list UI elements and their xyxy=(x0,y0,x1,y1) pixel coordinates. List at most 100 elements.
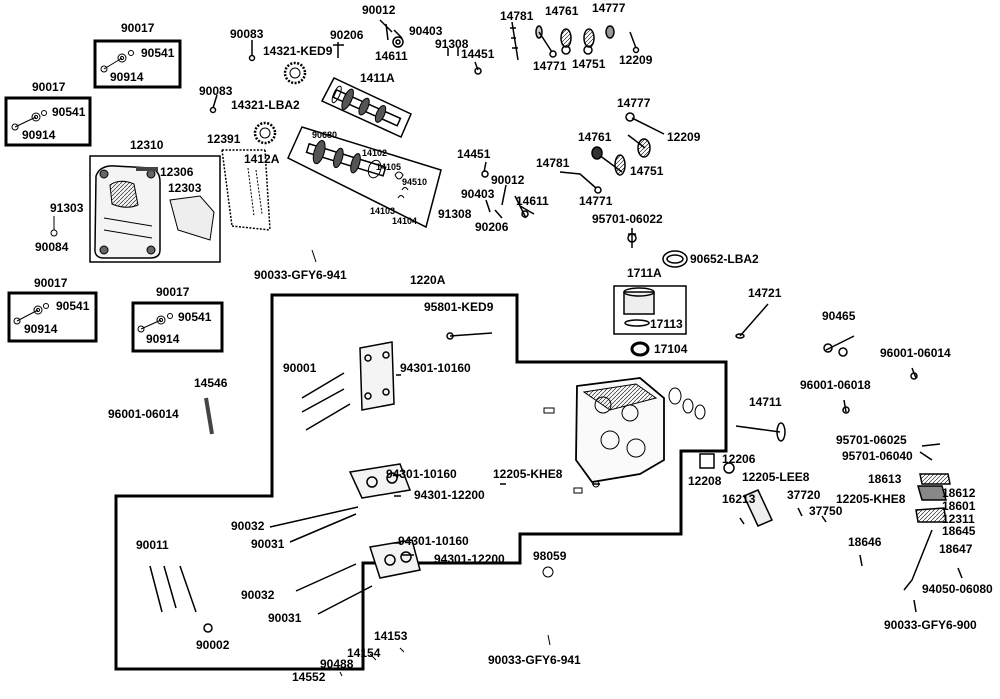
valves xyxy=(735,303,918,442)
part-label-14546: 14546 xyxy=(194,376,228,390)
part-label-90914: 90914 xyxy=(110,70,144,84)
part-label-96001-06014: 96001-06014 xyxy=(880,346,951,360)
part-label-90084: 90084 xyxy=(35,240,69,254)
part-label-90012: 90012 xyxy=(491,173,525,187)
timing-chain-b xyxy=(247,167,263,217)
camshaft-box-1412a xyxy=(287,126,442,229)
part-label-14711: 14711 xyxy=(749,395,782,409)
part-label-91308: 91308 xyxy=(435,37,469,51)
part-label-14721: 14721 xyxy=(748,286,782,300)
part-label-14611: 14611 xyxy=(375,49,408,63)
part-label-90083: 90083 xyxy=(230,27,264,41)
part-label-90541: 90541 xyxy=(141,46,175,60)
upper-hardware xyxy=(209,19,640,114)
part-label-94301-12200: 94301-12200 xyxy=(434,552,505,566)
camshaft-1411a xyxy=(331,85,402,127)
kit-box-90017-b xyxy=(4,96,92,147)
part-label-14611: 14611 xyxy=(516,194,549,208)
part-label-37750: 37750 xyxy=(809,504,843,518)
part-label-90652-lba2: 90652-LBA2 xyxy=(690,252,759,266)
valve-cover-box xyxy=(89,155,221,263)
part-98059 xyxy=(542,566,554,578)
part-label-18647: 18647 xyxy=(939,542,973,556)
part-label-94510: 94510 xyxy=(402,177,428,187)
part-label-18646: 18646 xyxy=(848,535,882,549)
part-label-95801-ked9: 95801-KED9 xyxy=(424,300,494,314)
part-label-95701-06022: 95701-06022 xyxy=(592,212,663,226)
bolt-90033-top xyxy=(311,249,317,263)
part-label-14451: 14451 xyxy=(457,147,491,161)
part-label-95701-06040: 95701-06040 xyxy=(842,449,913,463)
part-label-1412a: 1412A xyxy=(244,152,280,166)
part-label-90206: 90206 xyxy=(330,28,364,42)
throttle-body-box xyxy=(613,285,687,335)
part-label-96001-06018: 96001-06018 xyxy=(800,378,871,392)
part-label-14552: 14552 xyxy=(292,670,326,684)
part-label-90002: 90002 xyxy=(196,638,230,652)
bolt-90033-bottom xyxy=(547,634,551,646)
part-label-90031: 90031 xyxy=(251,537,285,551)
part-label-90032: 90032 xyxy=(241,588,275,602)
part-label-1711a: 1711A xyxy=(627,266,662,280)
part-label-91303: 91303 xyxy=(50,201,84,215)
part-label-90011: 90011 xyxy=(136,538,169,552)
part-label-90012: 90012 xyxy=(362,3,396,17)
part-label-90403: 90403 xyxy=(461,187,495,201)
part-label-90017: 90017 xyxy=(32,80,66,94)
part-label-90541: 90541 xyxy=(52,105,86,119)
valve-cover-12310 xyxy=(94,165,215,259)
studs xyxy=(149,332,600,633)
kit-box-90017-a xyxy=(93,39,182,89)
part-label-90017: 90017 xyxy=(121,21,155,35)
part-label-90031: 90031 xyxy=(268,611,302,625)
cylinder-head-block xyxy=(543,377,706,494)
part-label-14781: 14781 xyxy=(536,156,570,170)
bracket-14546 xyxy=(204,397,214,435)
part-label-12205-khe8: 12205-KHE8 xyxy=(493,467,563,481)
part-label-17104: 17104 xyxy=(654,342,688,356)
part-label-94301-12200: 94301-12200 xyxy=(414,488,485,502)
part-label-18645: 18645 xyxy=(942,524,976,538)
cam-holders xyxy=(348,341,421,579)
part-label-14103: 14103 xyxy=(370,206,396,216)
part-label-1411a: 1411A xyxy=(360,71,395,85)
part-label-1220a: 1220A xyxy=(410,273,446,287)
part-label-98059: 98059 xyxy=(533,549,567,563)
camshaft-box-1411a xyxy=(320,77,412,138)
part-label-90403: 90403 xyxy=(409,24,443,38)
part-label-96001-06014: 96001-06014 xyxy=(108,407,179,421)
part-label-14104: 14104 xyxy=(392,216,418,226)
part-label-90017: 90017 xyxy=(156,285,190,299)
small-parts-bottom xyxy=(339,647,405,677)
part-label-90033-gfy6-900: 90033-GFY6-900 xyxy=(884,618,977,632)
intake-parts xyxy=(623,250,688,357)
part-label-95701-06025: 95701-06025 xyxy=(836,433,907,447)
part-label-12209: 12209 xyxy=(619,53,653,67)
part-label-12206: 12206 xyxy=(722,452,756,466)
part-label-90541: 90541 xyxy=(178,310,212,324)
part-label-14777: 14777 xyxy=(617,96,651,110)
part-label-90033-gfy6-941: 90033-GFY6-941 xyxy=(488,653,581,667)
part-label-37720: 37720 xyxy=(787,488,821,502)
timing-chain-a xyxy=(221,149,271,231)
part-label-14761: 14761 xyxy=(545,4,579,18)
part-label-14771: 14771 xyxy=(579,194,613,208)
part-label-90914: 90914 xyxy=(22,128,56,142)
part-label-90206: 90206 xyxy=(475,220,509,234)
part-label-16213: 16213 xyxy=(722,492,756,506)
camshaft-1412a xyxy=(305,140,387,179)
retainer-clips xyxy=(394,171,409,199)
part-label-90680: 90680 xyxy=(312,130,338,140)
part-label-18612: 18612 xyxy=(942,486,976,500)
part-label-14321-ked9: 14321-KED9 xyxy=(263,44,333,58)
part-label-12205-khe8: 12205-KHE8 xyxy=(836,492,906,506)
part-label-12208: 12208 xyxy=(688,474,722,488)
part-label-12311: 12311 xyxy=(942,512,975,526)
part-label-14451: 14451 xyxy=(461,47,495,61)
part-label-90033-gfy6-941: 90033-GFY6-941 xyxy=(254,268,347,282)
part-label-90914: 90914 xyxy=(24,322,58,336)
part-label-94301-10160: 94301-10160 xyxy=(386,467,457,481)
part-label-94301-10160: 94301-10160 xyxy=(400,361,471,375)
